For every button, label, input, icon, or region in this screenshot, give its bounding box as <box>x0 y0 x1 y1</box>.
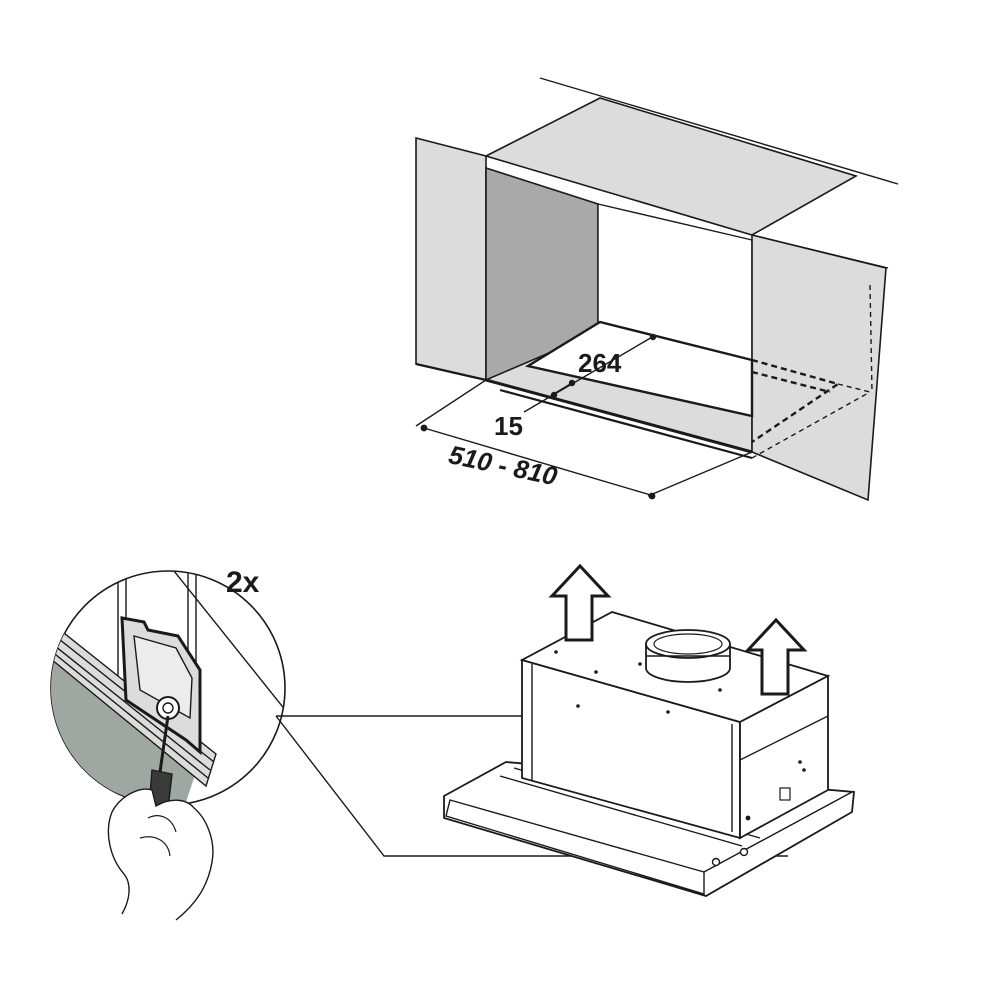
screw-detail-callout: 2x <box>50 566 286 921</box>
offset-dimension-label: 15 <box>494 411 523 441</box>
repeat-count-label: 2x <box>226 566 260 599</box>
lift-arrow-icon-2 <box>744 617 808 696</box>
cabinet-left-panel <box>415 136 487 382</box>
cabinet-right-panel <box>751 233 887 502</box>
hand-icon <box>107 788 214 921</box>
cabinet-drawing: 264 15 510 - 810 <box>415 77 899 502</box>
duct-collar <box>645 629 731 683</box>
width-range-dimension-label: 510 - 810 <box>446 439 560 491</box>
range-hood-drawing <box>443 563 855 897</box>
depth-dimension-label: 264 <box>578 348 622 378</box>
lift-arrow-icon <box>548 563 612 642</box>
hood-body-side <box>739 674 829 840</box>
cabinet-top-panel <box>483 97 859 236</box>
